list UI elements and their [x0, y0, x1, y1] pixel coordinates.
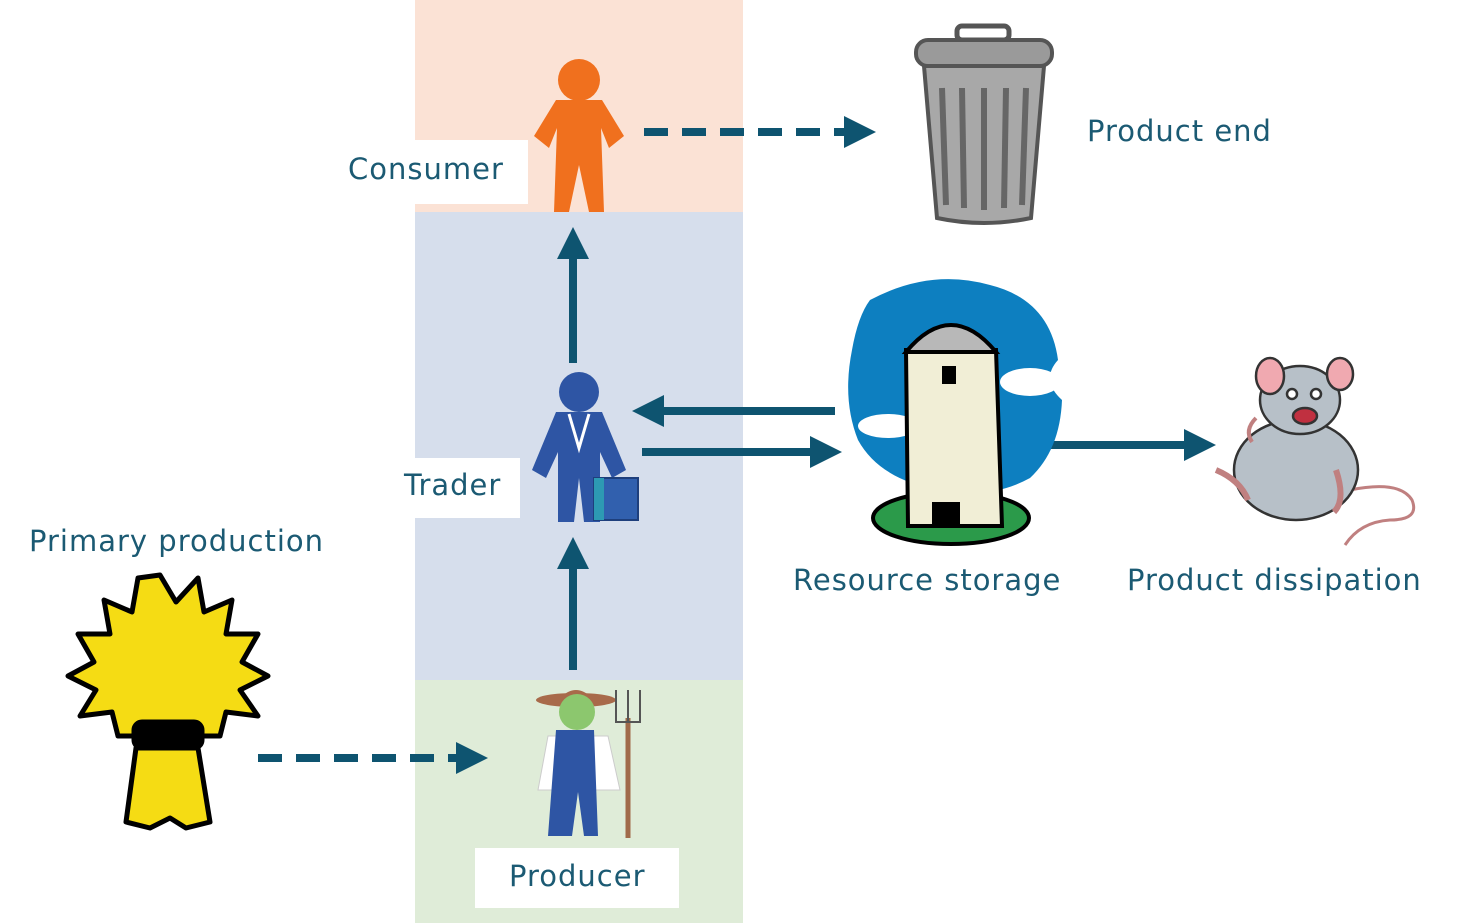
consumer-person-icon	[534, 59, 624, 212]
resource-storage-label: Resource storage	[793, 563, 1062, 597]
rat-icon	[1214, 356, 1416, 546]
silo-icon	[848, 279, 1062, 546]
trader-label-box	[394, 458, 520, 518]
wheat-sheaf-icon	[65, 572, 271, 831]
consumer-label: Consumer	[348, 152, 504, 186]
trash-can-icon	[914, 23, 1054, 225]
producer-label: Producer	[509, 859, 646, 893]
producer-farmer-icon	[536, 690, 641, 838]
consumer-label-box	[338, 140, 528, 204]
producer-label-box	[475, 848, 679, 908]
arrows	[258, 116, 1216, 774]
trader-businessman-icon	[532, 372, 639, 522]
primary-production-label: Primary production	[29, 524, 325, 558]
trader-label: Trader	[404, 468, 502, 502]
product-end-label: Product end	[1087, 114, 1272, 148]
product-dissipation-label: Product dissipation	[1127, 563, 1422, 597]
